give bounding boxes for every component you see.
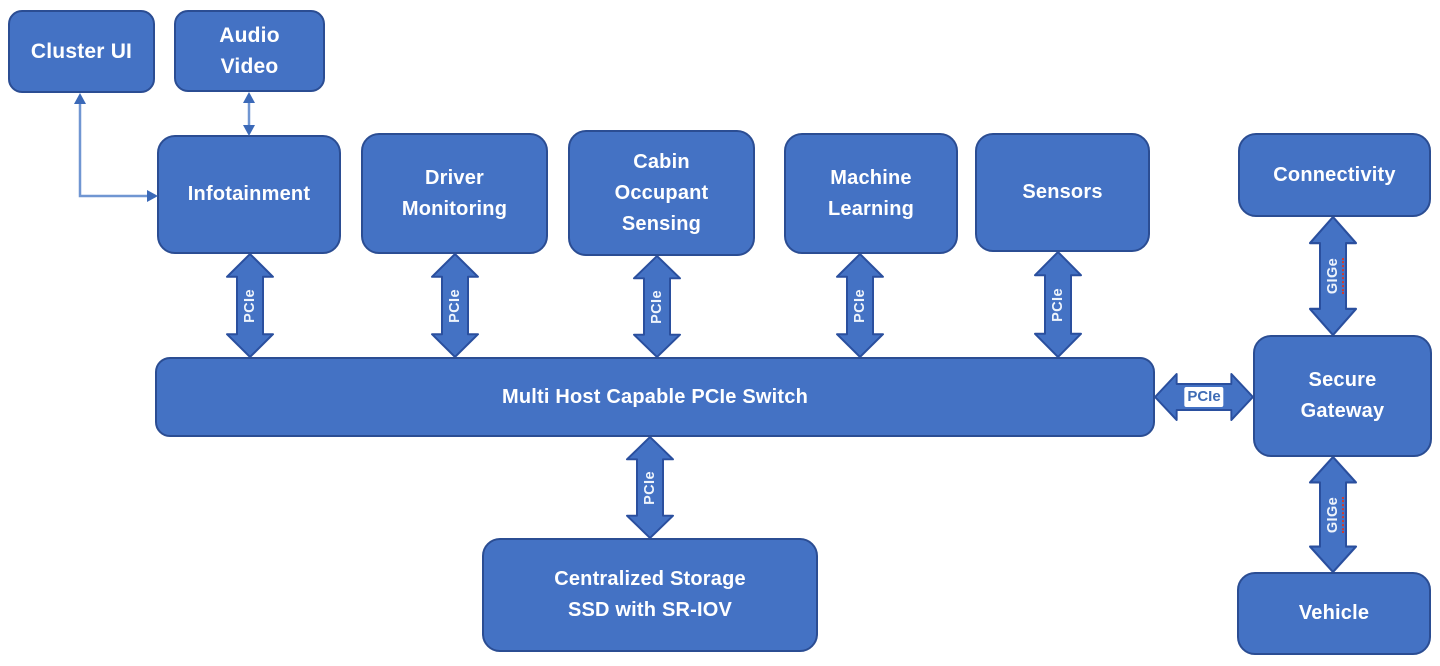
node-label: Cabin bbox=[633, 150, 690, 173]
node-label: Centralized Storage bbox=[554, 568, 746, 590]
node-audio-video: Audio Video bbox=[174, 10, 325, 92]
link-label-gige-text: GIGe bbox=[1325, 496, 1344, 533]
node-label: Audio bbox=[219, 24, 280, 47]
pcie-arrow-switch-secure-gateway: PCIe bbox=[1155, 371, 1253, 423]
pcie-arrow-sensors-switch: PCIe bbox=[1032, 252, 1084, 357]
node-label: Gateway bbox=[1300, 400, 1385, 422]
node-cabin-occupant-sensing: Cabin Occupant Sensing bbox=[568, 130, 755, 256]
node-label: Infotainment bbox=[187, 183, 311, 205]
node-label: Connectivity bbox=[1273, 163, 1396, 186]
node-label: Cluster UI bbox=[30, 40, 133, 63]
link-label-gige-text: GIGe bbox=[1325, 257, 1344, 295]
node-label: Occupant bbox=[614, 181, 709, 204]
node-sensors: Sensors bbox=[975, 133, 1150, 252]
link-label-pcie: PCIe bbox=[242, 288, 258, 323]
link-label-pcie: PCIe bbox=[642, 470, 658, 505]
elbow-arrow-icon bbox=[74, 93, 158, 202]
node-label: Sensing bbox=[621, 212, 702, 235]
link-label-pcie: PCIe bbox=[649, 289, 665, 324]
node-label: Sensors bbox=[1022, 181, 1103, 203]
node-label: Secure bbox=[1308, 369, 1377, 391]
double-arrow-vertical-icon bbox=[633, 256, 681, 357]
connector-audio-video-infotainment bbox=[238, 92, 260, 136]
node-label: Vehicle bbox=[1298, 602, 1370, 624]
link-label-pcie: PCIe bbox=[1050, 287, 1066, 322]
double-arrow-vertical-icon bbox=[836, 254, 884, 357]
node-connectivity: Connectivity bbox=[1238, 133, 1431, 217]
node-label: SSD with SR-IOV bbox=[567, 599, 733, 621]
double-arrow-vertical-icon bbox=[431, 254, 479, 357]
node-centralized-storage: Centralized Storage SSD with SR-IOV bbox=[482, 538, 818, 652]
double-arrow-vertical-icon bbox=[626, 437, 674, 538]
node-cluster-ui: Cluster UI bbox=[8, 10, 155, 93]
connector-cluster-ui-infotainment bbox=[60, 92, 160, 204]
node-label: Multi Host Capable PCIe Switch bbox=[501, 385, 809, 408]
node-driver-monitoring: Driver Monitoring bbox=[361, 133, 548, 254]
gige-arrow-connectivity-secure-gateway: GIGe bbox=[1307, 217, 1359, 335]
node-label: Learning bbox=[827, 197, 915, 220]
node-label: Machine bbox=[830, 166, 912, 189]
pcie-arrow-driver-monitoring-switch: PCIe bbox=[429, 254, 481, 357]
double-arrow-thin-icon bbox=[243, 92, 255, 136]
pcie-arrow-switch-storage: PCIe bbox=[624, 437, 676, 538]
link-label-pcie: PCIe bbox=[1184, 387, 1224, 407]
pcie-arrow-cabin-switch: PCIe bbox=[631, 256, 683, 357]
node-infotainment: Infotainment bbox=[157, 135, 341, 254]
node-label: Driver bbox=[424, 166, 484, 189]
link-label-gige: GIGe bbox=[1325, 496, 1344, 533]
link-label-pcie: PCIe bbox=[447, 288, 463, 323]
double-arrow-vertical-icon bbox=[1309, 457, 1357, 572]
double-arrow-vertical-icon bbox=[1034, 252, 1082, 357]
node-pcie-switch: Multi Host Capable PCIe Switch bbox=[155, 357, 1155, 437]
pcie-arrow-machine-learning-switch: PCIe bbox=[834, 254, 886, 357]
node-label: Monitoring bbox=[401, 197, 508, 220]
double-arrow-vertical-icon bbox=[1309, 217, 1357, 335]
link-label-gige: GIGe bbox=[1325, 257, 1344, 295]
gige-arrow-secure-gateway-vehicle: GIGe bbox=[1307, 457, 1359, 572]
double-arrow-vertical-icon bbox=[226, 254, 274, 357]
link-label-pcie: PCIe bbox=[852, 288, 868, 323]
node-vehicle: Vehicle bbox=[1237, 572, 1431, 655]
pcie-arrow-infotainment-switch: PCIe bbox=[224, 254, 276, 357]
node-machine-learning: Machine Learning bbox=[784, 133, 958, 254]
node-secure-gateway: Secure Gateway bbox=[1253, 335, 1432, 457]
node-label: Video bbox=[220, 55, 279, 78]
